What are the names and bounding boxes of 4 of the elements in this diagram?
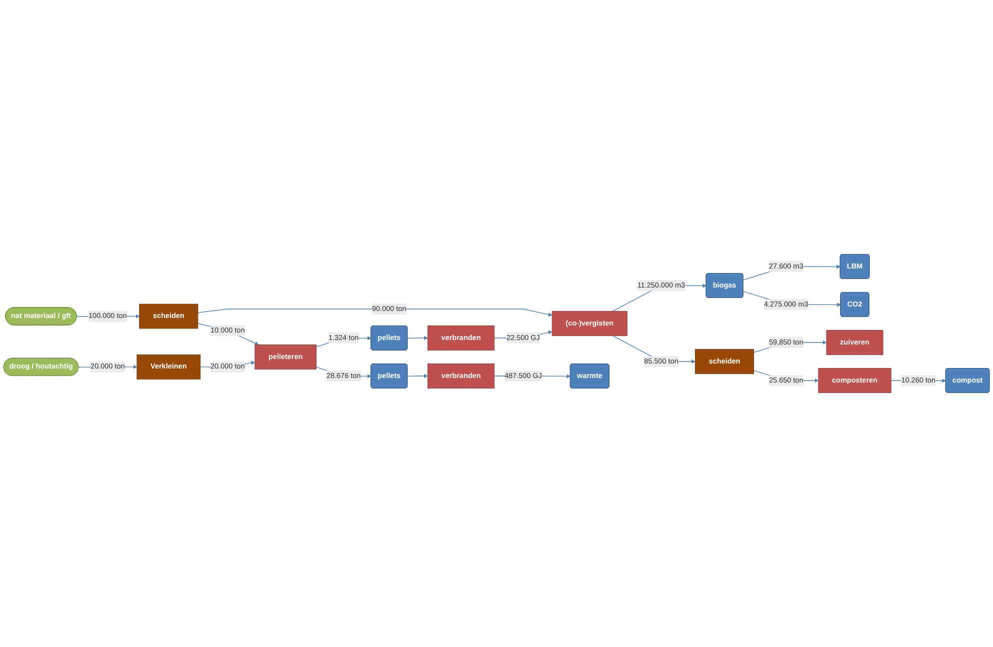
arrow (407, 374, 428, 378)
arrow (198, 308, 552, 316)
arrow (407, 336, 428, 340)
arrow (198, 323, 259, 346)
